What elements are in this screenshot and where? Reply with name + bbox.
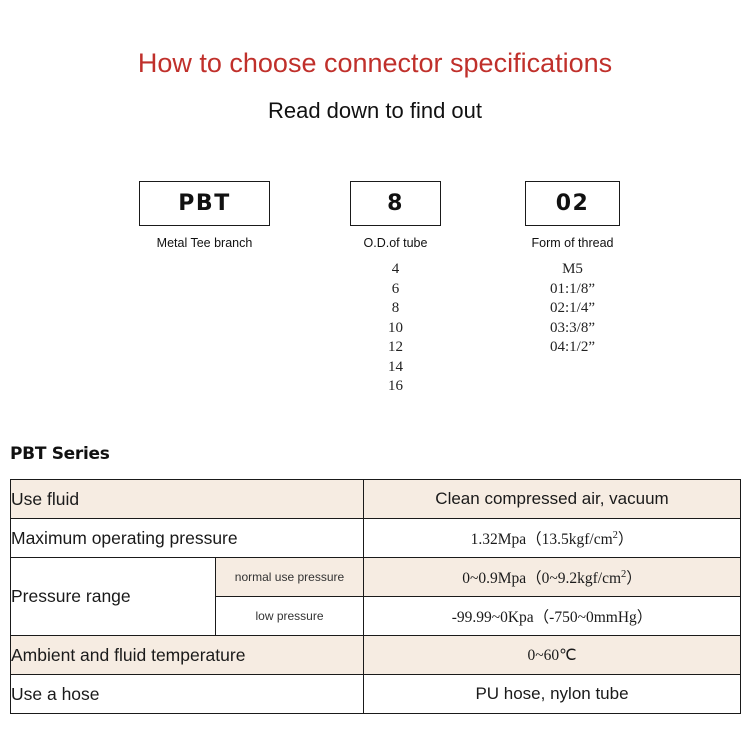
row-sublabel-low-pressure: low pressure [215, 596, 364, 636]
row-value-use-hose: PU hose, nylon tube [363, 674, 741, 714]
code-option: 14 [388, 358, 403, 375]
code-group-od: 8 O.D.of tube 4 6 8 10 12 14 16 [350, 181, 441, 397]
code-option: 8 [391, 300, 400, 316]
table-row: Ambient and fluid temperature 0~60℃ [10, 635, 741, 675]
row-label-max-pressure: Maximum operating pressure [10, 518, 364, 558]
code-option: 10 [388, 319, 403, 336]
code-box-thread-value: 02 [555, 191, 590, 216]
row-label-pressure-range: Pressure range [10, 557, 216, 636]
table-row: Use a hose PU hose, nylon tube [10, 674, 741, 714]
code-group-series: PBT Metal Tee branch [139, 181, 270, 250]
code-option: 02:1/4” [550, 300, 595, 316]
row-value-max-pressure-prefix: 1.32Mpa（13.5kgf/cm [470, 531, 613, 548]
code-caption-thread: Form of thread [531, 236, 614, 250]
code-box-od-value: 8 [387, 191, 404, 216]
row-value-normal-sup: 2 [621, 568, 627, 580]
code-option: 03:3/8” [550, 319, 595, 336]
row-value-ambient-temperature: 0~60℃ [363, 635, 741, 675]
code-caption-od: O.D.of tube [363, 236, 428, 250]
table-row: Use fluid Clean compressed air, vacuum [10, 479, 741, 519]
code-group-thread: 02 Form of thread M5 01:1/8” 02:1/4” 03:… [525, 181, 620, 358]
row-value-max-pressure-suffix: ） [617, 531, 634, 548]
code-option: 6 [391, 280, 400, 297]
code-option: M5 [562, 261, 583, 277]
row-label-use-hose: Use a hose [10, 674, 364, 714]
code-box-od: 8 [350, 181, 441, 226]
page-subtitle: Read down to find out [267, 98, 483, 123]
row-value-normal-use-pressure: 0~0.9Mpa（0~9.2kgf/cm2） [363, 557, 741, 597]
row-value-max-pressure-sup: 2 [612, 529, 618, 541]
row-value-normal-suffix: ） [626, 570, 642, 587]
table-row: Maximum operating pressure 1.32Mpa（13.5k… [10, 518, 741, 558]
page-title: How to choose connector specifications [137, 48, 613, 78]
code-option: 12 [388, 339, 403, 355]
spec-section-heading: PBT Series [10, 444, 110, 464]
row-value-max-pressure: 1.32Mpa（13.5kgf/cm2） [363, 518, 741, 558]
code-option: 4 [391, 261, 400, 277]
row-label-ambient-temperature: Ambient and fluid temperature [10, 635, 364, 675]
code-box-series-value: PBT [178, 191, 231, 216]
code-caption-series: Metal Tee branch [156, 236, 253, 250]
row-label-use-fluid: Use fluid [10, 479, 364, 519]
row-value-low-pressure: -99.99~0Kpa（-750~0mmHg） [363, 596, 741, 636]
code-options-thread: M5 01:1/8” 02:1/4” 03:3/8” 04:1/2” [525, 260, 620, 358]
specification-table: Use fluid Clean compressed air, vacuum M… [10, 479, 741, 714]
row-value-normal-prefix: 0~0.9Mpa（0~9.2kgf/cm [462, 570, 622, 587]
code-option: 01:1/8” [550, 280, 595, 297]
table-row: Pressure range normal use pressure 0~0.9… [10, 557, 741, 636]
code-options-od: 4 6 8 10 12 14 16 [350, 260, 441, 397]
row-value-use-fluid: Clean compressed air, vacuum [363, 479, 741, 519]
row-sublabel-normal-use-pressure: normal use pressure [215, 557, 364, 597]
code-box-thread: 02 [525, 181, 620, 226]
code-box-series: PBT [139, 181, 270, 226]
code-option: 16 [388, 378, 403, 394]
code-option: 04:1/2” [550, 339, 595, 355]
